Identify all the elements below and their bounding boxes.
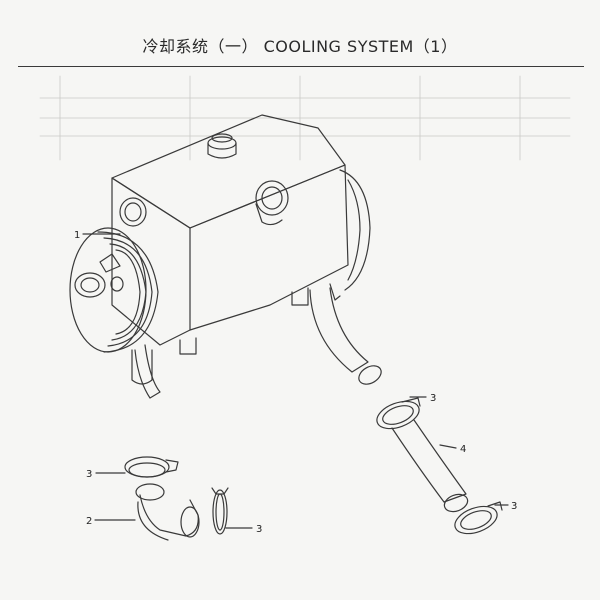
callout-3-clamp-upper-left: 3 — [86, 469, 92, 480]
heat-exchanger-drum — [69, 227, 159, 385]
callout-3-clamp-lower-right: 3 — [511, 501, 517, 512]
leader-lines — [82, 233, 509, 529]
cooling-tank — [111, 114, 349, 399]
ghost-table-lines — [39, 75, 571, 161]
callout-1: 1 — [74, 230, 80, 241]
part-2-elbow-hose — [135, 483, 200, 541]
callout-3-clamp-upper-right: 3 — [430, 393, 436, 404]
callout-4: 4 — [460, 444, 466, 455]
title-rule — [18, 66, 584, 67]
callout-2: 2 — [86, 516, 92, 527]
page-title: 冷却系统（一） COOLING SYSTEM（1） — [142, 37, 458, 56]
part-3-clamps-left — [124, 456, 229, 535]
callout-3-clamp-lower-left: 3 — [256, 524, 262, 535]
part-4-hose — [376, 397, 503, 535]
rear-cylinder — [309, 169, 382, 385]
